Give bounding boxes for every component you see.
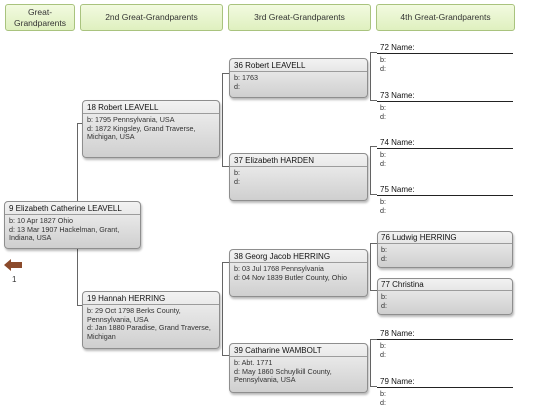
connector-line [77, 305, 82, 306]
header-label: 4th Great-Grandparents [400, 12, 491, 22]
person-name: 18 Robert LEAVELL [83, 101, 219, 114]
person-card-38[interactable]: 38 Georg Jacob HERRING b: 03 Jul 1768 Pe… [229, 249, 368, 297]
death-info: d: [381, 254, 387, 263]
person-card-18[interactable]: 18 Robert LEAVELL b: 1795 Pennsylvania, … [82, 100, 220, 158]
person-slot-73[interactable]: 73 Name: b:d: [377, 90, 513, 121]
death-info: d: 04 Nov 1839 Butler County, Ohio [234, 272, 347, 282]
connector-line [370, 52, 377, 53]
birth-info: b: 10 Apr 1827 Ohio [9, 216, 73, 225]
page-number: 1 [12, 275, 17, 284]
death-info: d: [234, 81, 240, 91]
person-name: 79 Name: [377, 376, 513, 388]
death-info: d: [380, 350, 386, 359]
person-card-9[interactable]: 9 Elizabeth Catherine LEAVELL b: 10 Apr … [4, 201, 141, 249]
death-info: d: 1872 Kingsley, Grand Traverse, Michig… [87, 123, 196, 142]
death-info: d: [380, 398, 386, 407]
person-name: 76 Ludwig HERRING [378, 232, 512, 244]
person-card-19[interactable]: 19 Hannah HERRING b: 29 Oct 1798 Berks C… [82, 291, 220, 349]
header-label: 2nd Great-Grandparents [105, 12, 198, 22]
connector-line [222, 73, 223, 166]
birth-info: b: 1763 [234, 73, 258, 82]
birth-info: b: [381, 245, 387, 254]
person-card-37[interactable]: 37 Elizabeth HARDEN b: d: [229, 153, 368, 201]
connector-line [370, 52, 371, 100]
person-slot-74[interactable]: 74 Name: b:d: [377, 137, 513, 168]
connector-line [370, 386, 377, 387]
birth-info: b: [380, 389, 386, 398]
person-name: 37 Elizabeth HARDEN [230, 154, 367, 167]
header-label: Great- Grandparents [14, 6, 66, 28]
birth-info: b: 03 Jul 1768 Pennsylvania [234, 264, 324, 273]
connector-line [370, 146, 377, 147]
left-arrow-icon[interactable] [4, 258, 24, 276]
birth-info: b: [234, 168, 240, 177]
person-card-39[interactable]: 39 Catharine WAMBOLT b: Abt. 1771 d: May… [229, 343, 368, 393]
connector-line [222, 73, 229, 74]
connector-line [370, 100, 377, 101]
death-info: d: 13 Mar 1907 Hackelman, Grant, Indiana… [9, 224, 120, 243]
person-card-36[interactable]: 36 Robert LEAVELL b: 1763 d: [229, 58, 368, 98]
death-info: d: Jan 1880 Paradise, Grand Traverse, Mi… [87, 323, 211, 341]
person-name: 72 Name: [377, 42, 513, 54]
birth-info: b: [380, 103, 386, 112]
death-info: d: [381, 301, 387, 310]
connector-line [370, 194, 377, 195]
person-name: 74 Name: [377, 137, 513, 149]
death-info: d: [380, 206, 386, 215]
person-name: 77 Christina [378, 279, 512, 291]
person-name: 78 Name: [377, 328, 513, 340]
person-name: 9 Elizabeth Catherine LEAVELL [5, 202, 140, 215]
person-slot-79[interactable]: 79 Name: b:d: [377, 376, 513, 407]
connector-line [222, 355, 229, 356]
connector-line [222, 166, 229, 167]
birth-info: b: 29 Oct 1798 Berks County, Pennsylvani… [87, 306, 181, 324]
person-name: 19 Hannah HERRING [83, 292, 219, 305]
connector-line [370, 146, 371, 194]
person-name: 39 Catharine WAMBOLT [230, 344, 367, 357]
death-info: d: [380, 159, 386, 168]
person-slot-75[interactable]: 75 Name: b:d: [377, 184, 513, 215]
person-name: 38 Georg Jacob HERRING [230, 250, 367, 263]
death-info: d: [380, 112, 386, 121]
header-2nd-great-grandparents: 2nd Great-Grandparents [80, 4, 223, 31]
birth-info: b: [380, 150, 386, 159]
birth-info: b: 1795 Pennsylvania, USA [87, 115, 175, 124]
connector-line [222, 262, 223, 355]
birth-info: b: [380, 341, 386, 350]
header-label: 3rd Great-Grandparents [254, 12, 345, 22]
person-slot-78[interactable]: 78 Name: b:d: [377, 328, 513, 359]
death-info: d: May 1860 Schuylkill County, Pennsylva… [234, 366, 332, 385]
person-name: 36 Robert LEAVELL [230, 59, 367, 72]
death-info: d: [234, 176, 240, 186]
connector-line [370, 243, 371, 290]
connector-line [370, 339, 377, 340]
birth-info: b: [381, 292, 387, 301]
birth-info: b: [380, 197, 386, 206]
death-info: d: [380, 64, 386, 73]
header-great-grandparents: Great- Grandparents [5, 4, 75, 31]
connector-line [370, 290, 377, 291]
birth-info: b: Abt. 1771 [234, 358, 273, 367]
person-card-76[interactable]: 76 Ludwig HERRING b:d: [377, 231, 513, 268]
person-name: 73 Name: [377, 90, 513, 102]
connector-line [222, 262, 229, 263]
header-4th-great-grandparents: 4th Great-Grandparents [376, 4, 515, 31]
header-3rd-great-grandparents: 3rd Great-Grandparents [228, 4, 371, 31]
person-slot-72[interactable]: 72 Name: b:d: [377, 42, 513, 73]
person-name: 75 Name: [377, 184, 513, 196]
connector-line [370, 243, 377, 244]
person-card-77[interactable]: 77 Christina b:d: [377, 278, 513, 315]
birth-info: b: [380, 55, 386, 64]
connector-line [370, 339, 371, 386]
connector-line [77, 123, 82, 124]
